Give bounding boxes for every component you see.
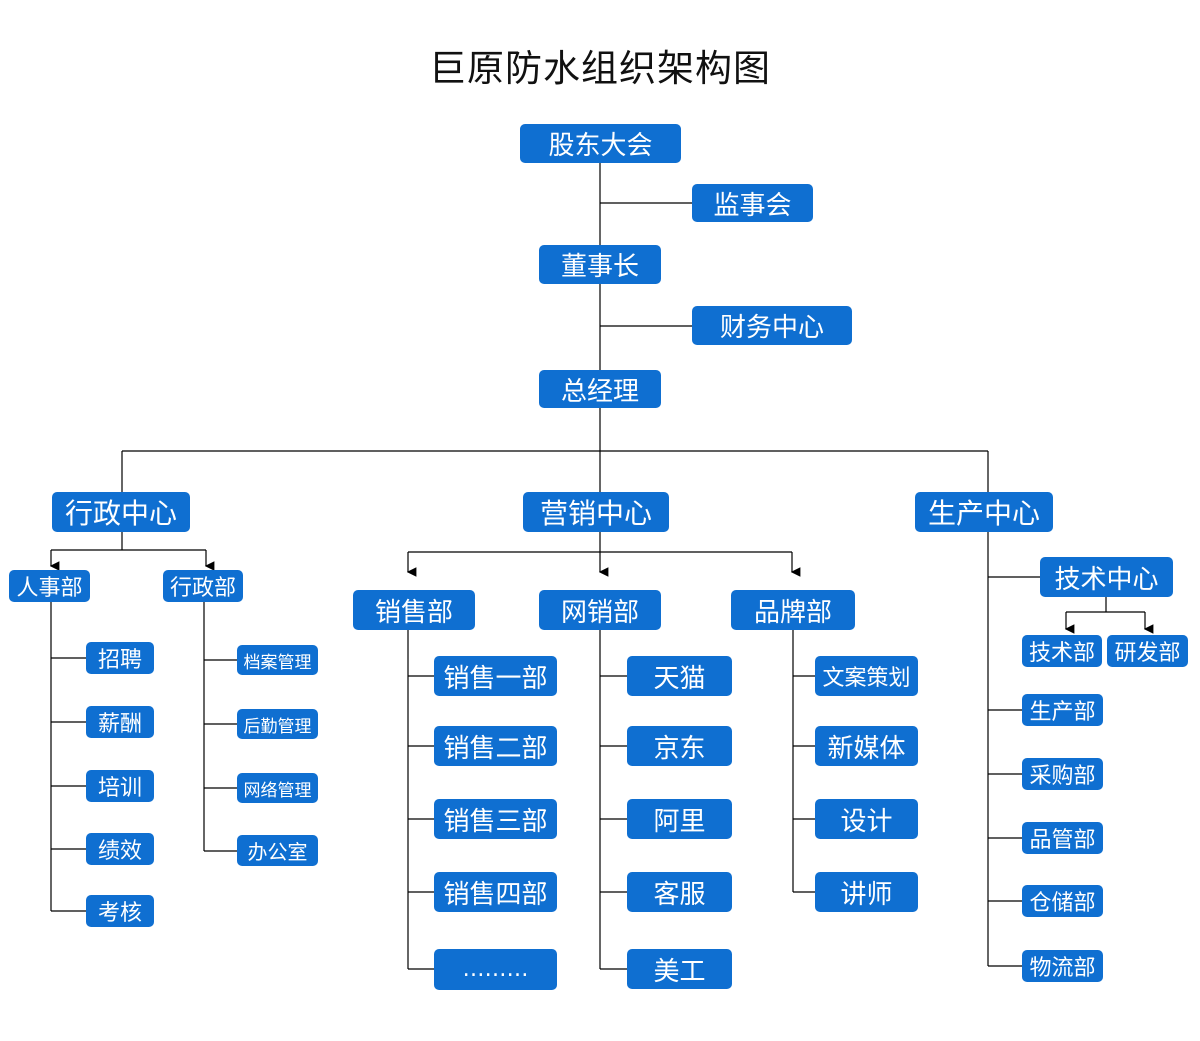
node-hr-item: 培训 [86, 770, 154, 802]
node-production-item: 物流部 [1022, 950, 1103, 982]
node-hr-dept: 人事部 [9, 570, 90, 602]
node-sales-item: 销售三部 [434, 799, 557, 839]
node-hr-item: 绩效 [86, 833, 154, 865]
node-online-sales-dept: 网销部 [539, 590, 661, 630]
node-admin-center: 行政中心 [52, 492, 190, 532]
node-brand-item: 新媒体 [815, 726, 918, 766]
node-rd-dept: 研发部 [1107, 635, 1188, 667]
node-admin-dept: 行政部 [163, 570, 243, 602]
node-admin-item: 档案管理 [237, 645, 318, 675]
node-brand-item: 设计 [815, 799, 918, 839]
node-online-item: 天猫 [627, 656, 732, 696]
node-admin-item: 办公室 [237, 835, 318, 866]
node-production-center: 生产中心 [915, 492, 1053, 532]
node-sales-dept: 销售部 [353, 590, 475, 630]
node-supervisors: 监事会 [692, 184, 813, 222]
node-sales-item: 销售四部 [434, 872, 557, 912]
node-sales-item: 销售一部 [434, 656, 557, 696]
node-general-manager: 总经理 [539, 370, 661, 408]
node-production-item: 仓储部 [1022, 885, 1103, 917]
node-hr-item: 招聘 [86, 642, 154, 674]
node-online-item: 美工 [627, 949, 732, 989]
node-chairman: 董事长 [539, 245, 661, 284]
node-brand-item: 文案策划 [815, 656, 918, 696]
node-admin-item: 网络管理 [237, 773, 318, 803]
node-admin-item: 后勤管理 [237, 709, 318, 739]
node-shareholders: 股东大会 [520, 124, 681, 163]
node-production-item: 品管部 [1022, 822, 1103, 854]
node-brand-item: 讲师 [815, 872, 918, 912]
node-online-item: 京东 [627, 726, 732, 766]
node-hr-item: 考核 [86, 895, 154, 927]
node-sales-item: 销售二部 [434, 726, 557, 766]
chart-title: 巨原防水组织架构图 [429, 47, 771, 90]
node-online-item: 客服 [627, 872, 732, 912]
node-finance: 财务中心 [692, 306, 852, 345]
node-hr-item: 薪酬 [86, 706, 154, 738]
node-production-item: 采购部 [1022, 758, 1103, 790]
node-tech-center: 技术中心 [1040, 557, 1173, 597]
node-online-item: 阿里 [627, 799, 732, 839]
node-marketing-center: 营销中心 [523, 492, 669, 532]
node-brand-dept: 品牌部 [731, 590, 855, 630]
node-production-item: 生产部 [1022, 694, 1103, 726]
node-sales-item-more: ……… [434, 949, 557, 990]
node-tech-dept: 技术部 [1022, 635, 1102, 667]
